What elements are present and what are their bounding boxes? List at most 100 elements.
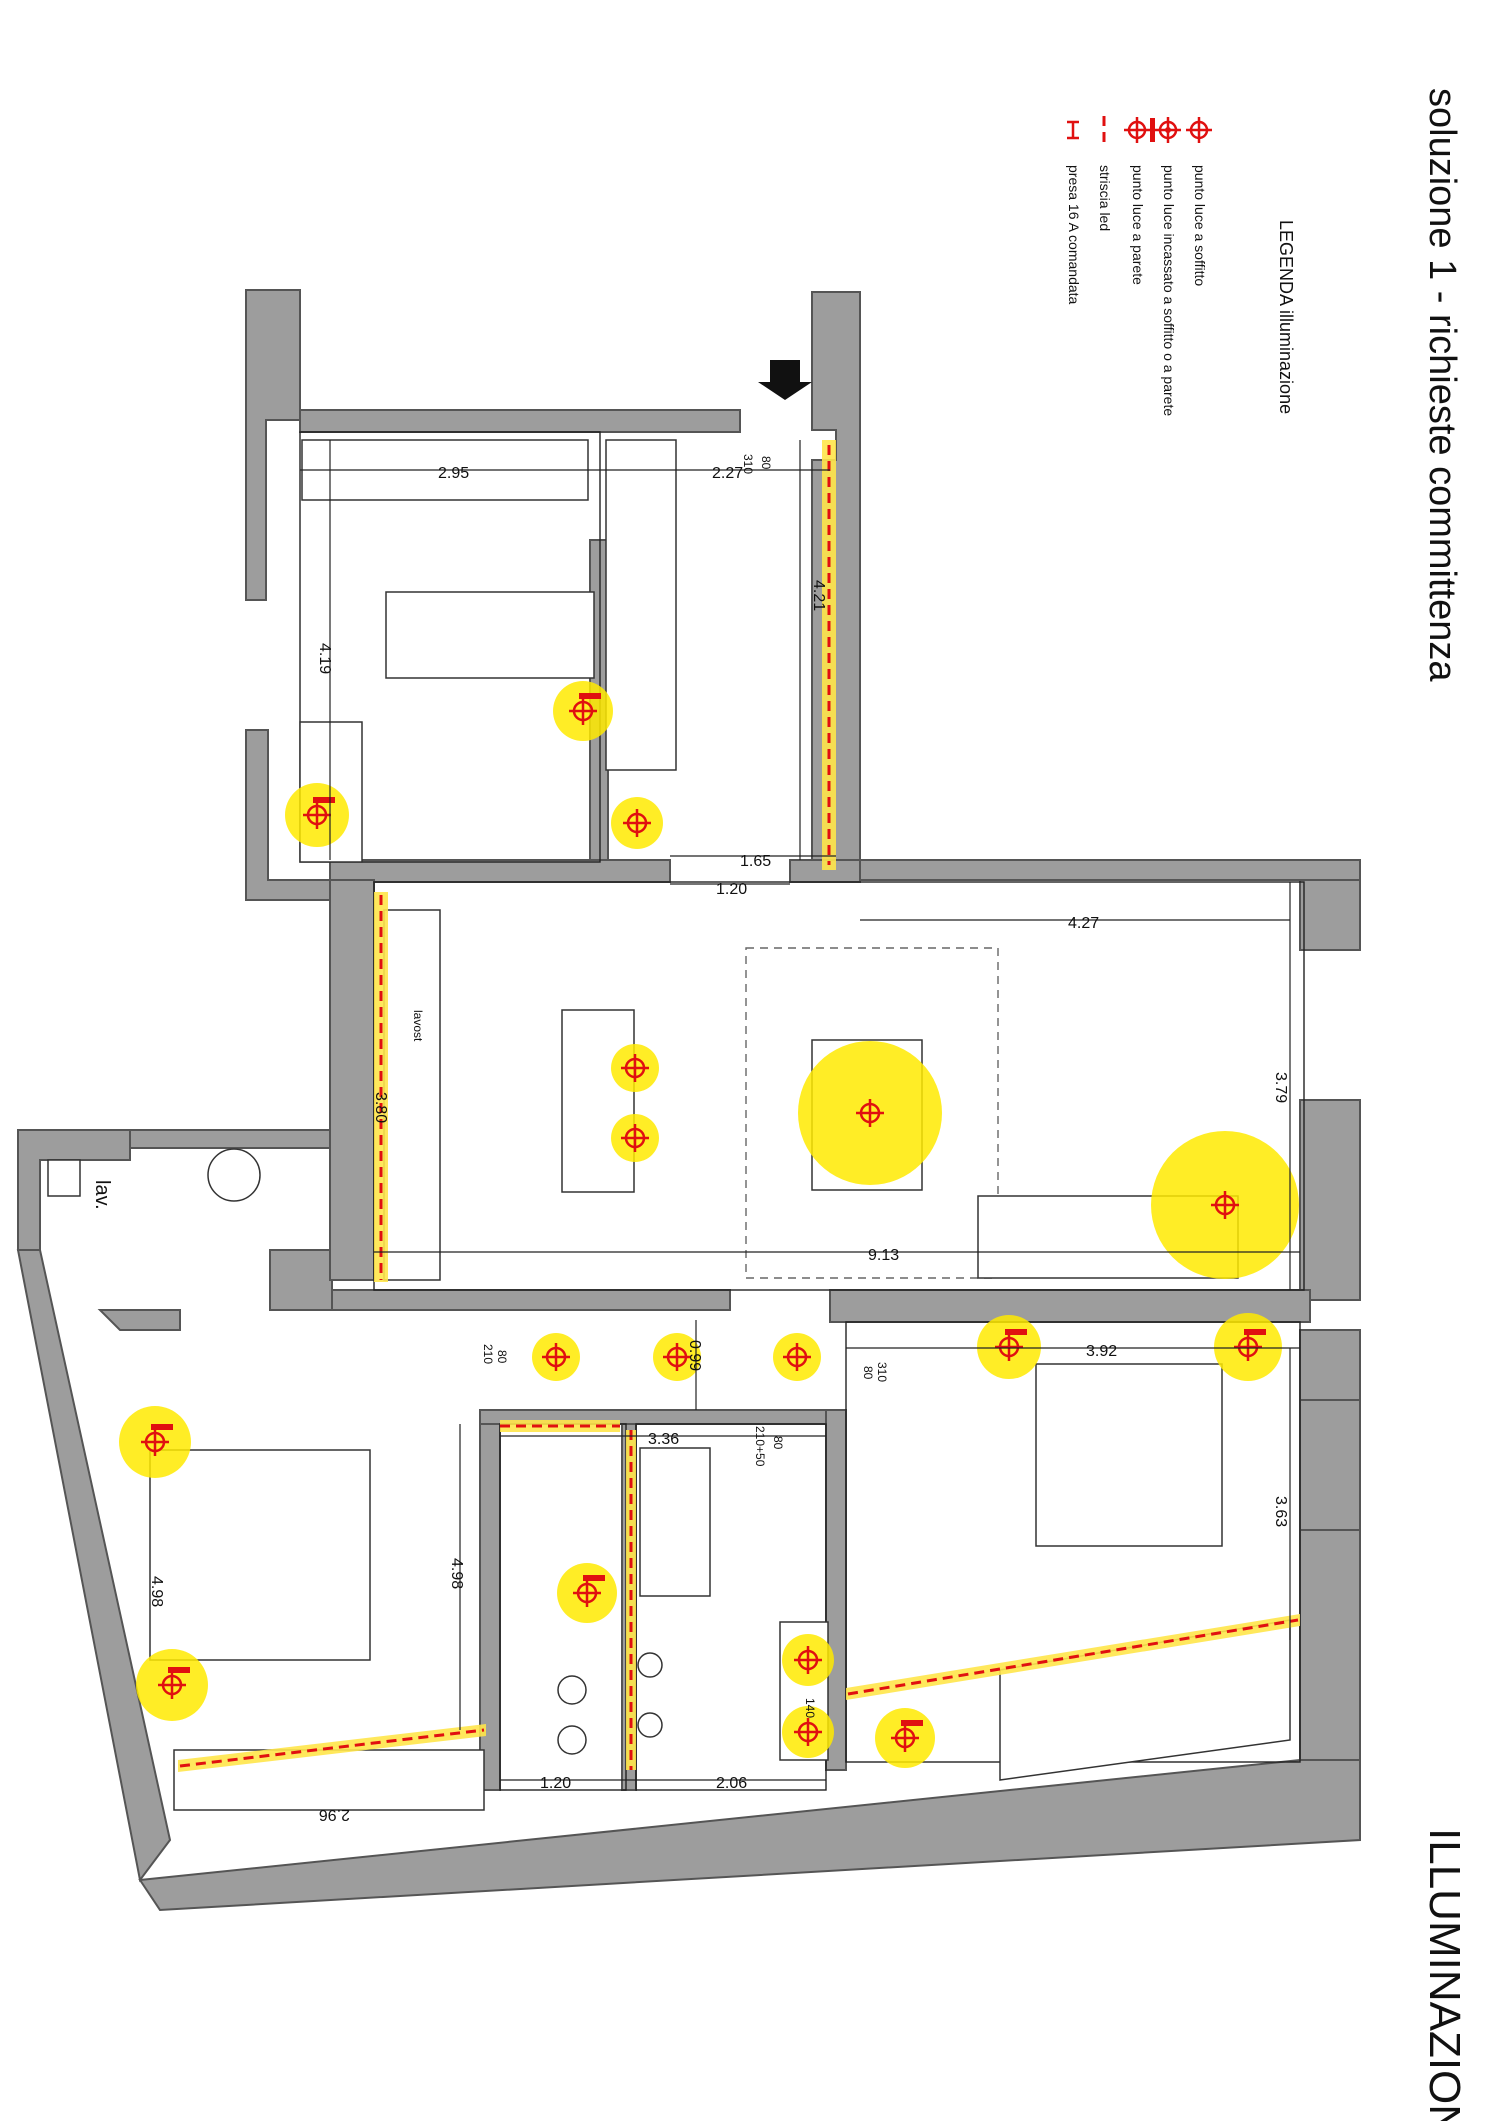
light-points — [119, 681, 1299, 1768]
door-label: 310 — [875, 1362, 889, 1382]
legend-item-ceiling: punto luce a soffitto — [1192, 165, 1208, 286]
wall — [329, 1289, 731, 1311]
wall — [825, 1409, 847, 1771]
strip — [500, 1420, 620, 1432]
door-labels: 310 80 210 80 210+50 80 310 80 — [481, 454, 889, 1467]
dim-label: 4.98 — [148, 1576, 165, 1607]
wall — [1299, 879, 1361, 951]
dimension-labels: 2.95 2.27 4.21 4.19 1.65 1.20 4.27 3.80 … — [148, 465, 1289, 1823]
dim-label: 0.99 — [686, 1340, 703, 1371]
led — [847, 1618, 1299, 1696]
legend-item-led: striscia led — [1097, 165, 1113, 231]
dim-label: 3.36 — [648, 1431, 679, 1448]
dim-label: 3.92 — [1086, 1343, 1117, 1360]
door-label: 80 — [861, 1366, 875, 1380]
legend-symbols — [1067, 116, 1212, 144]
dim-label: 1.20 — [716, 881, 747, 898]
dim-label: 2.95 — [438, 465, 469, 482]
wall — [1299, 1399, 1361, 1541]
light-point — [557, 1563, 617, 1623]
dim-label: 1.20 — [540, 1775, 571, 1792]
washer — [47, 1159, 81, 1197]
dim-label: 4.19 — [316, 643, 333, 674]
dim-label: 4.27 — [1068, 915, 1099, 932]
wall — [829, 1289, 1311, 1323]
bidet-2 — [637, 1712, 663, 1738]
wall — [269, 1249, 333, 1311]
furniture — [47, 439, 1291, 1811]
door-label: 210 — [481, 1344, 495, 1364]
dim-label: 4.21 — [810, 580, 827, 611]
wall — [138, 1759, 1361, 1912]
toilet-1 — [557, 1675, 587, 1705]
entry-arrow-icon — [758, 360, 812, 400]
table-round — [207, 1148, 261, 1202]
kitchen-counter — [383, 909, 441, 1281]
light-point — [875, 1708, 935, 1768]
bed-left — [149, 1449, 371, 1661]
socket-icon — [1067, 120, 1079, 140]
light-point — [653, 1333, 701, 1381]
light-point — [119, 1406, 191, 1478]
recessed-light-icon — [1155, 117, 1181, 143]
bed-right — [1035, 1363, 1223, 1547]
light-point — [782, 1706, 834, 1758]
wall — [329, 879, 375, 1281]
wall — [329, 859, 671, 883]
dim-label: 2.06 — [716, 1775, 747, 1792]
light-point — [136, 1649, 208, 1721]
wall — [16, 1249, 172, 1883]
dim-label: 4.98 — [448, 1558, 465, 1589]
wall — [1299, 1099, 1361, 1301]
bidet-1 — [637, 1652, 663, 1678]
dimension-lines — [300, 440, 1300, 1781]
dim-label: 2.96 — [319, 1806, 350, 1823]
wall-light-icon — [1124, 117, 1155, 143]
door-label: 80 — [759, 456, 773, 470]
light-point — [611, 797, 663, 849]
light-point — [611, 1114, 659, 1162]
legend-item-socket: presa 16 A comandata — [1066, 165, 1082, 305]
legend-item-recessed: punto luce incassato a soffitto o a pare… — [1161, 165, 1177, 416]
wall — [97, 1309, 181, 1331]
light-point — [1151, 1131, 1299, 1279]
dim-label: 3.79 — [1272, 1072, 1289, 1103]
bed-top — [385, 591, 595, 679]
wardrobe-right — [605, 439, 677, 771]
fixture-label: 140 — [803, 1698, 817, 1718]
led — [179, 1728, 485, 1768]
kitchen-island — [561, 1009, 635, 1193]
dim-label: 2.27 — [712, 465, 743, 482]
wall — [129, 1129, 331, 1149]
light-point — [798, 1041, 942, 1185]
door-label: 310 — [741, 454, 755, 474]
dining-area-rug — [745, 947, 999, 1279]
wall — [245, 289, 301, 601]
led-strips — [178, 440, 1300, 1772]
bathtub — [639, 1447, 711, 1597]
section-title: ILLUMINAZIONE — [1420, 1828, 1469, 2121]
toilet-2 — [557, 1725, 587, 1755]
light-point — [611, 1044, 659, 1092]
light-point — [773, 1333, 821, 1381]
light-point — [782, 1634, 834, 1686]
door-label: 80 — [495, 1350, 509, 1364]
door-label: 80 — [771, 1436, 785, 1450]
wall — [859, 859, 1361, 951]
page-title: soluzione 1 - richieste committenza — [1421, 88, 1463, 682]
ceiling-light-icon — [1186, 117, 1212, 143]
door-label: 210+50 — [753, 1426, 767, 1467]
light-point — [1214, 1313, 1282, 1381]
legend-item-wall: punto luce a parete — [1130, 165, 1146, 285]
wall — [1299, 1329, 1361, 1401]
wall — [299, 409, 741, 433]
dim-label: 3.80 — [372, 1092, 389, 1123]
light-point — [285, 783, 349, 847]
laundry-label: lav. — [91, 1180, 113, 1210]
light-point — [977, 1315, 1041, 1379]
dim-label: 9.13 — [868, 1247, 899, 1264]
dim-label: 3.63 — [1272, 1496, 1289, 1527]
kitchen-label: lavost — [411, 1010, 425, 1042]
legend-heading: LEGENDA illuminazione — [1276, 220, 1296, 414]
